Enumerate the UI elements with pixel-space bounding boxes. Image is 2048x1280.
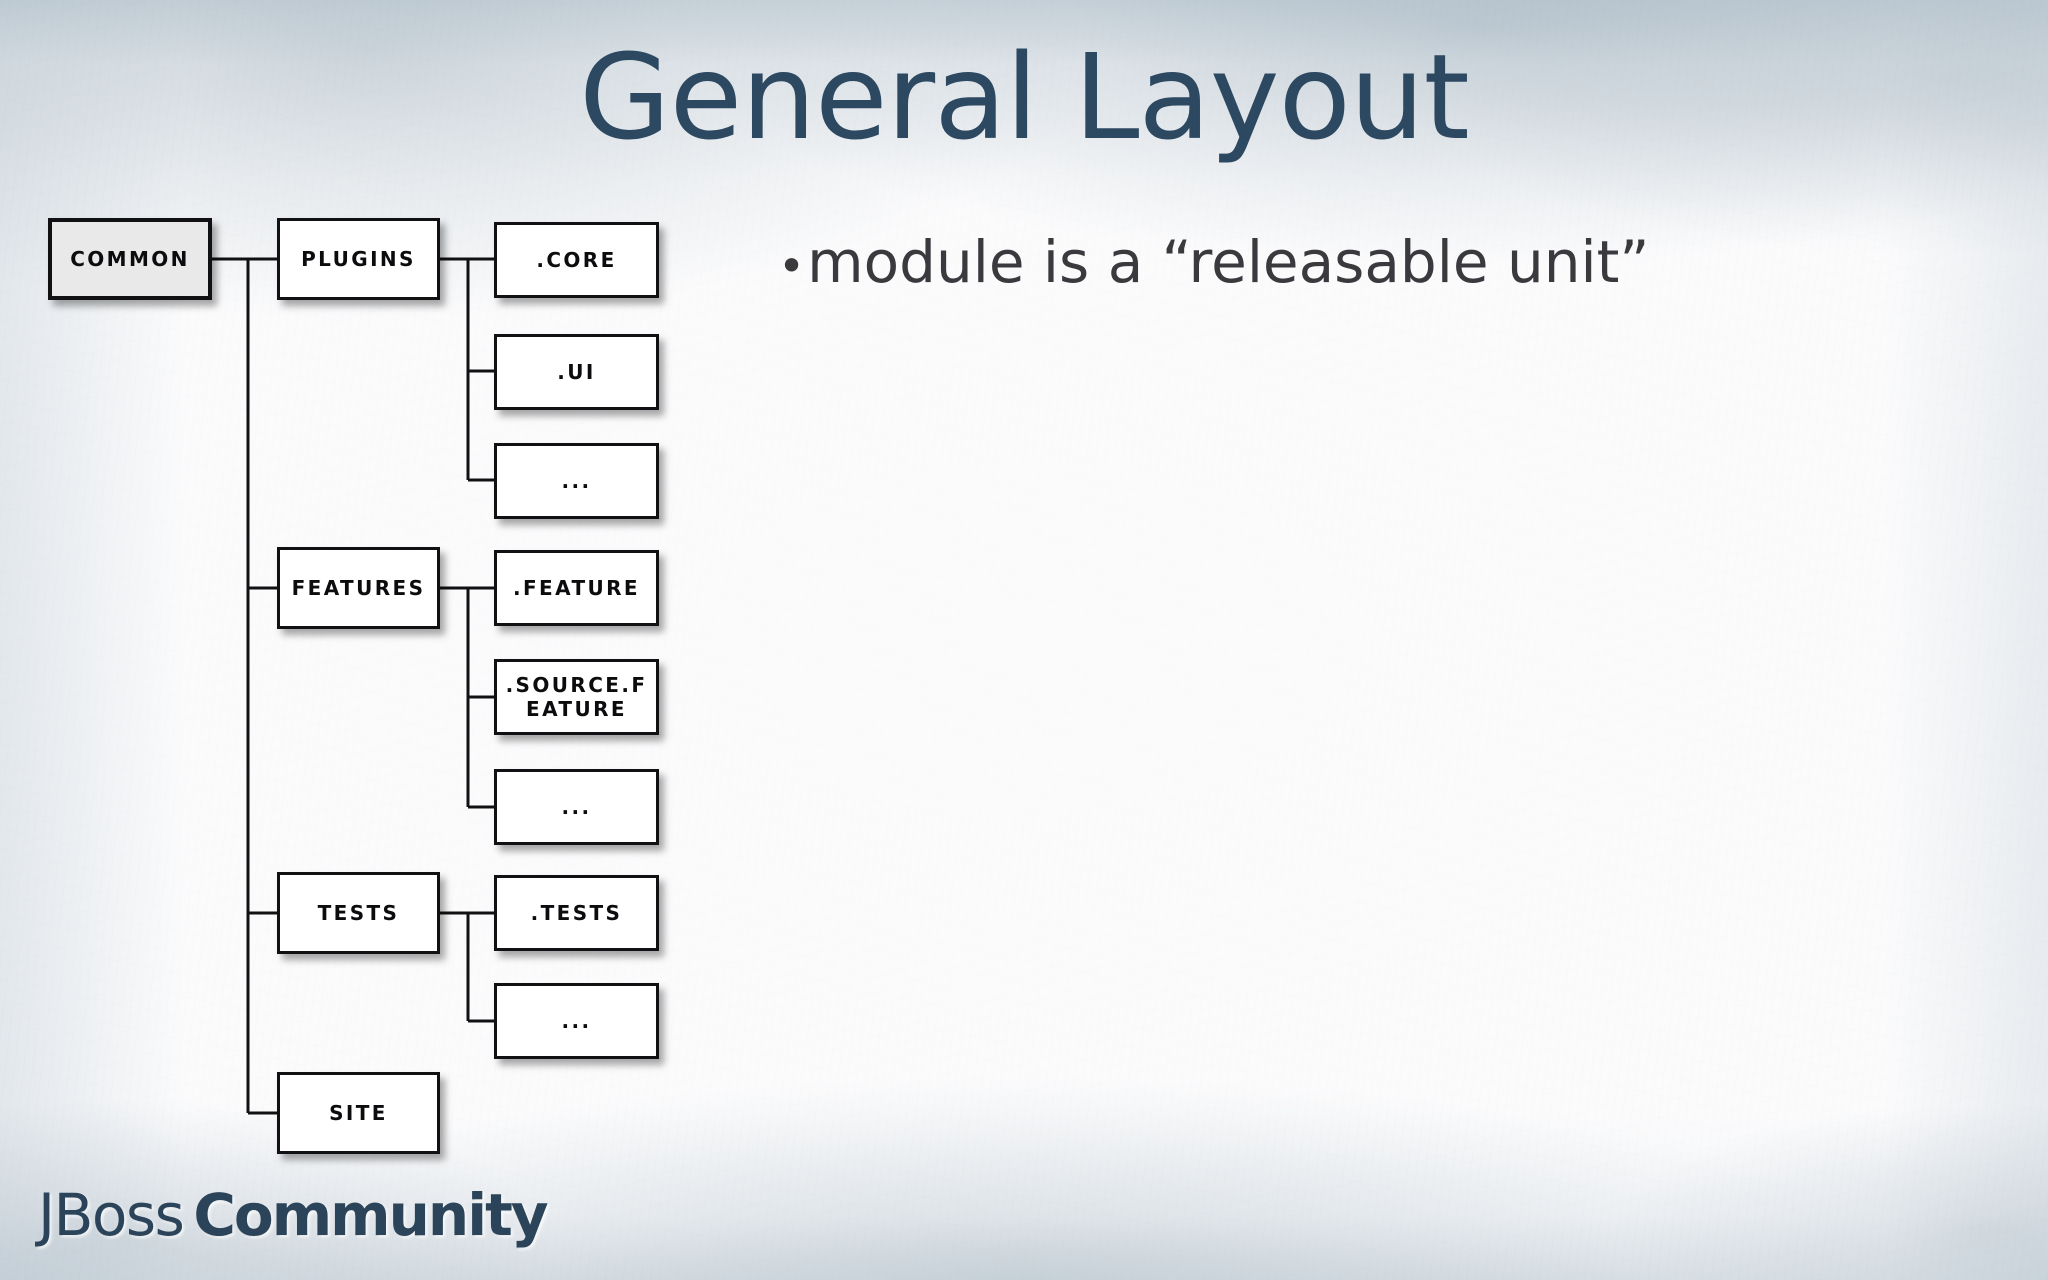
logo-word-jboss: JBoss (38, 1181, 185, 1249)
node-site[interactable]: SITE (277, 1072, 440, 1154)
node-tests[interactable]: TESTS (277, 872, 440, 954)
node-tests-more[interactable]: ... (494, 983, 659, 1059)
node-feature[interactable]: .FEATURE (494, 550, 659, 626)
bullet-marker-icon: • (778, 239, 806, 293)
node-features-more[interactable]: ... (494, 769, 659, 845)
node-common[interactable]: COMMON (48, 218, 212, 300)
page-title: General Layout (579, 28, 1470, 166)
node-core[interactable]: .CORE (494, 222, 659, 298)
module-layout-diagram: COMMON PLUGINS FEATURES TESTS SITE .CORE… (0, 0, 760, 1180)
node-plugins[interactable]: PLUGINS (277, 218, 440, 300)
bullet-text: module is a “releasable unit” (807, 228, 1650, 296)
diagram-connector-lines (212, 257, 494, 1115)
node-dot-tests[interactable]: .TESTS (494, 875, 659, 951)
node-features[interactable]: FEATURES (277, 547, 440, 629)
bullet-item: • module is a “releasable unit” (778, 228, 1978, 296)
bullet-list: • module is a “releasable unit” (778, 228, 1978, 296)
node-source-feature[interactable]: .SOURCE.FEATURE (494, 659, 659, 735)
node-ui[interactable]: .UI (494, 334, 659, 410)
node-plugins-more[interactable]: ... (494, 443, 659, 519)
logo-word-community: Community (193, 1181, 548, 1249)
